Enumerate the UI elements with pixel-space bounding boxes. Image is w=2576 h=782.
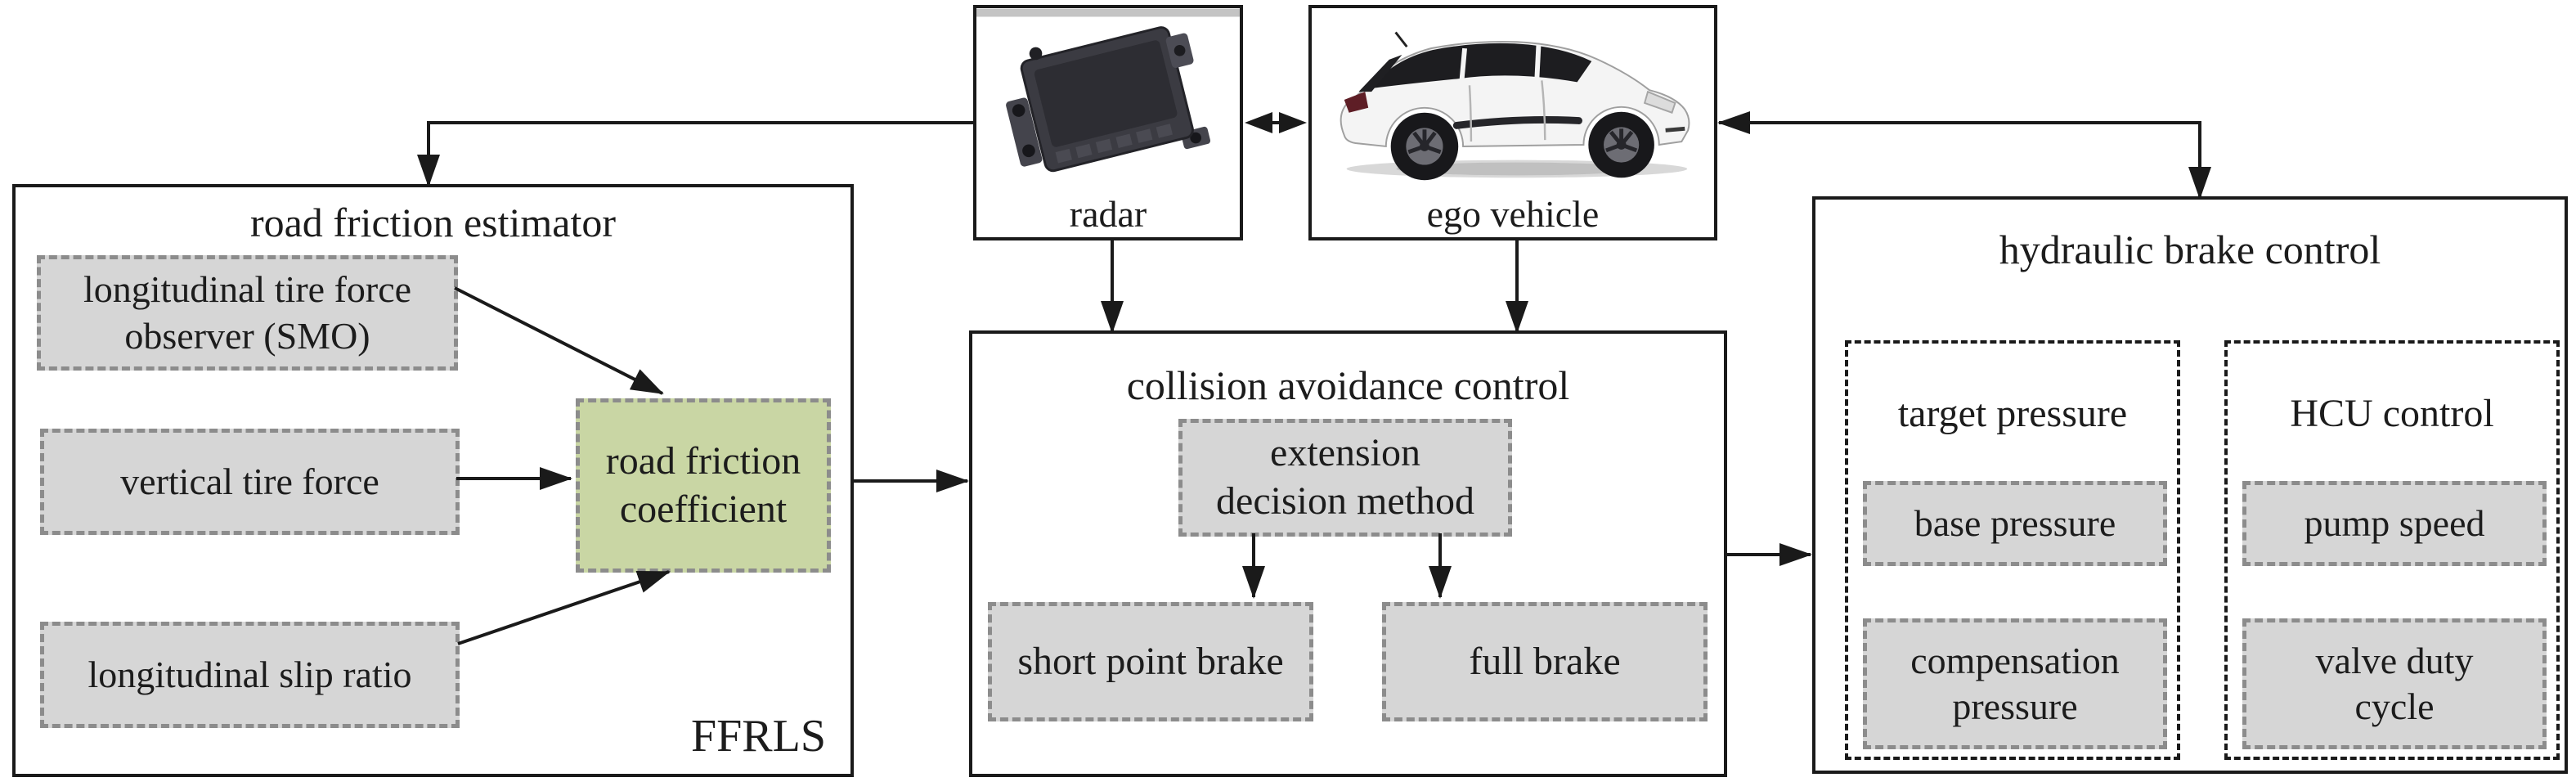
longitudinal-slip-ratio-box: longitudinal slip ratio bbox=[40, 622, 460, 728]
hcu-control-label: HCU control bbox=[2290, 392, 2494, 435]
edm-line2: decision method bbox=[1216, 479, 1474, 523]
smo-line2: observer (SMO) bbox=[124, 314, 370, 357]
rfc-line2: coefficient bbox=[619, 487, 788, 531]
radar-photo bbox=[976, 8, 1240, 190]
longitudinal-tire-force-observer-box: longitudinal tire force observer (SMO) bbox=[37, 255, 458, 371]
extension-decision-method-box: extension decision method bbox=[1178, 419, 1512, 537]
hydraulic-brake-control-box: hydraulic brake control target pressure … bbox=[1812, 196, 2568, 774]
target-pressure-container: target pressure base pressure compensati… bbox=[1845, 340, 2180, 760]
radar-sensor-icon bbox=[976, 8, 1240, 173]
hcu-control-container: HCU control pump speed valve duty cycle bbox=[2224, 340, 2560, 760]
arrow-hydraulic-ego-link bbox=[1717, 111, 2211, 200]
spb-label: short point brake bbox=[1017, 639, 1284, 683]
ffrls-tag: FFRLS bbox=[691, 711, 826, 762]
comp-line1: compensation bbox=[1910, 639, 2120, 681]
estimator-title: road friction estimator bbox=[249, 200, 617, 245]
radar-label: radar bbox=[1069, 192, 1147, 235]
edm-line1: extension bbox=[1270, 431, 1420, 475]
arrow-radar-to-estimator bbox=[417, 121, 973, 187]
car-icon bbox=[1340, 31, 1690, 181]
valve-line2: cycle bbox=[2354, 685, 2435, 727]
base-pressure-label: base pressure bbox=[1914, 501, 2116, 544]
road-friction-coefficient-box: road friction coefficient bbox=[576, 398, 831, 573]
fb-label: full brake bbox=[1469, 639, 1621, 683]
full-brake-box: full brake bbox=[1382, 602, 1708, 721]
pump-speed-label: pump speed bbox=[2304, 501, 2485, 544]
lsr-label: longitudinal slip ratio bbox=[88, 653, 412, 695]
valve-line1: valve duty bbox=[2315, 639, 2474, 681]
arrowhead-to-radar bbox=[1245, 112, 1272, 133]
compensation-pressure-box: compensation pressure bbox=[1863, 618, 2167, 749]
ego-vehicle-photo bbox=[1312, 8, 1714, 190]
collision-title: collision avoidance control bbox=[1126, 362, 1570, 408]
radar-box: radar bbox=[973, 5, 1243, 240]
vtf-label: vertical tire force bbox=[120, 460, 379, 502]
collision-avoidance-control-box: collision avoidance control extension de… bbox=[969, 330, 1727, 777]
short-point-brake-box: short point brake bbox=[988, 602, 1313, 721]
arrowhead-to-ego bbox=[1279, 112, 1307, 133]
rfc-line1: road friction bbox=[605, 438, 801, 483]
road-friction-estimator-box: road friction estimator longitudinal tir… bbox=[12, 184, 854, 777]
vertical-tire-force-box: vertical tire force bbox=[40, 429, 460, 535]
hydraulic-title: hydraulic brake control bbox=[1999, 227, 2381, 272]
pump-speed-box: pump speed bbox=[2242, 481, 2547, 566]
ego-vehicle-label: ego vehicle bbox=[1426, 192, 1600, 235]
smo-line1: longitudinal tire force bbox=[83, 268, 412, 311]
base-pressure-box: base pressure bbox=[1863, 481, 2167, 566]
target-pressure-label: target pressure bbox=[1897, 392, 2128, 435]
ego-vehicle-box: ego vehicle bbox=[1308, 5, 1717, 240]
comp-line2: pressure bbox=[1952, 685, 2078, 727]
valve-duty-cycle-box: valve duty cycle bbox=[2242, 618, 2547, 749]
